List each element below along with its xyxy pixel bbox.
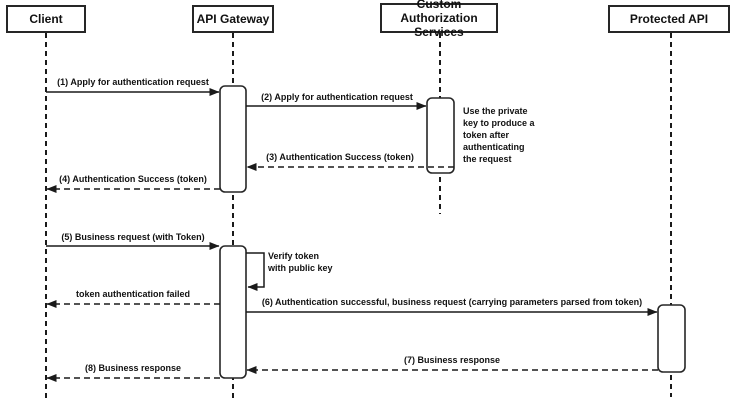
message-label-token-failed: token authentication failed <box>75 289 191 299</box>
participant-custom-authorization-services: Custom Authorization Services <box>380 0 498 39</box>
self-message-arrow-verify-token <box>246 252 265 291</box>
message-label-8: (8) Business response <box>84 363 182 373</box>
message-label-3: (3) Authentication Success (token) <box>266 152 414 162</box>
activation-bar-custom-authorization <box>426 97 455 174</box>
activation-bar-protected-api <box>657 304 686 373</box>
activation-bar-api-gateway-business <box>219 245 247 379</box>
message-label-5: (5) Business request (with Token) <box>61 232 205 242</box>
message-label-4: (4) Authentication Success (token) <box>59 174 207 184</box>
activation-bar-api-gateway-auth <box>219 85 247 193</box>
participant-api-gateway: API Gateway <box>192 5 274 33</box>
message-label-6: (6) Authentication successful, business … <box>261 297 643 307</box>
message-label-2: (2) Apply for authentication request <box>261 92 413 102</box>
participant-client: Client <box>6 5 86 33</box>
note-private-key: Use the private key to produce a token a… <box>463 106 535 164</box>
message-label-7: (7) Business response <box>403 355 501 365</box>
message-label-1: (1) Apply for authentication request <box>57 77 209 87</box>
participant-protected-api: Protected API <box>608 5 730 33</box>
self-message-label-verify-token: Verify token with public key <box>268 251 333 273</box>
